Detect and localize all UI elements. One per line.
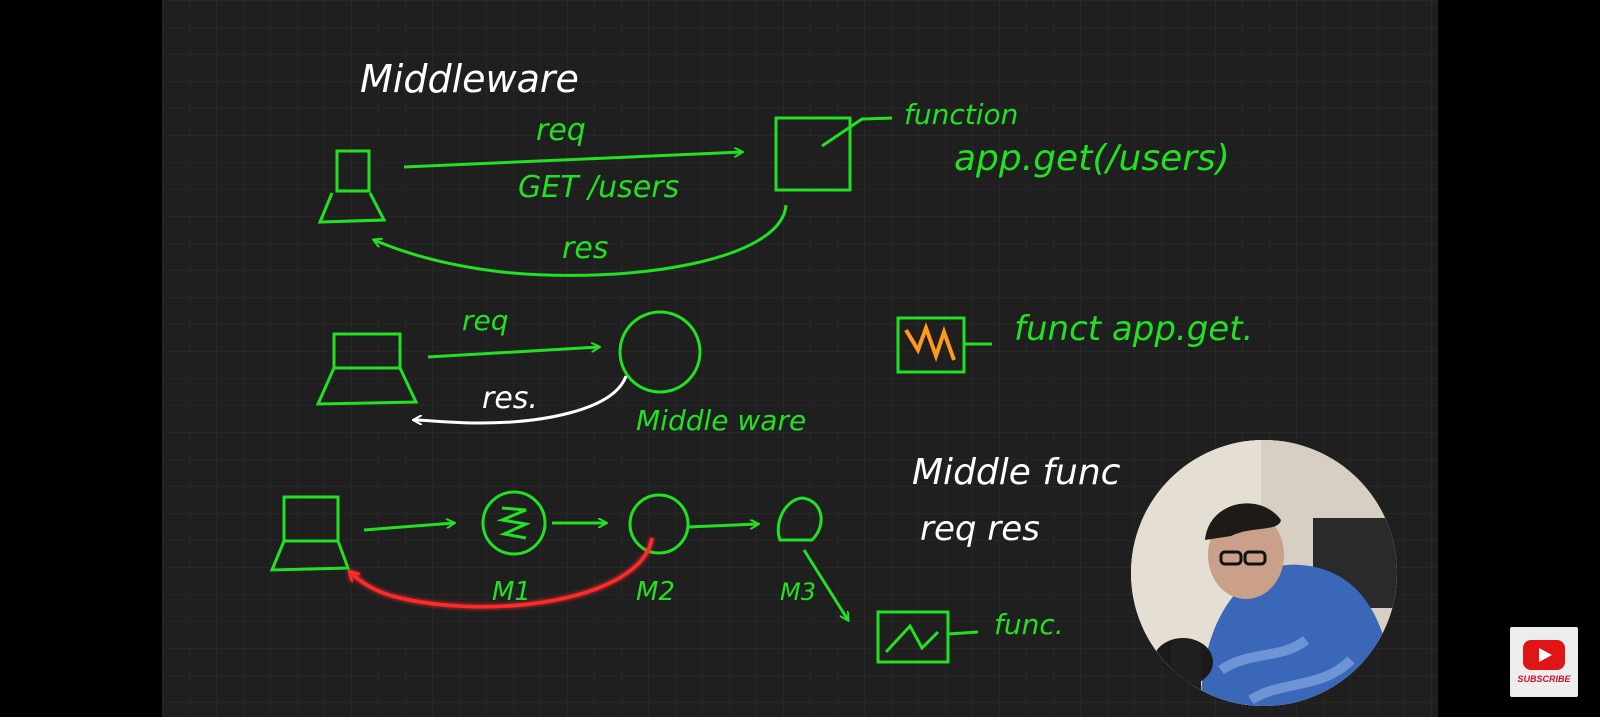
presenter-webcam [1131, 440, 1397, 706]
m2-label: M2 [636, 577, 675, 607]
response-arrow [374, 204, 788, 277]
res-label: res. [482, 381, 538, 416]
function-box [774, 116, 852, 192]
laptop-icon [269, 495, 351, 572]
req-res-note: req res [920, 509, 1040, 549]
laptop-icon [317, 149, 387, 224]
req-label: req [536, 113, 586, 148]
title-text: Middleware [360, 57, 579, 101]
middleware-m2-node [628, 493, 690, 555]
req-label: req [462, 304, 509, 337]
early-response-arrow [350, 537, 654, 609]
function-note: function [904, 98, 1018, 131]
request-arrow [403, 152, 742, 169]
laptop-icon [315, 332, 419, 406]
subscribe-label: SUBSCRIBE [1517, 674, 1571, 684]
route-label: GET /users [518, 170, 679, 205]
middleware-node [618, 310, 702, 394]
legend-note: funct app.get. [1014, 309, 1253, 349]
request-arrow [427, 347, 599, 359]
middleware-m1-node [481, 490, 547, 556]
request-arrow [363, 523, 454, 532]
youtube-icon [1523, 640, 1565, 670]
response-arrow [414, 375, 628, 423]
code-note: app.get(/users) [954, 138, 1230, 179]
presenter-image [1131, 440, 1397, 706]
subscribe-button[interactable]: SUBSCRIBE [1510, 627, 1578, 697]
m1-label: M1 [492, 577, 531, 607]
func-label: func. [994, 608, 1064, 641]
middle-func-note: Middle func [912, 452, 1121, 493]
handler-connector [947, 630, 979, 636]
middleware-label: Middle ware [636, 404, 806, 437]
next-arrow [687, 524, 758, 527]
res-label: res [562, 231, 608, 266]
middleware-m3-node [776, 496, 823, 542]
function-pointer-line [821, 116, 893, 148]
whiteboard-canvas: Middleware req GET /users function app.g… [162, 0, 1438, 717]
handler-arrow [802, 549, 848, 620]
route-handler-icon [876, 610, 950, 664]
m3-label: M3 [780, 578, 816, 606]
